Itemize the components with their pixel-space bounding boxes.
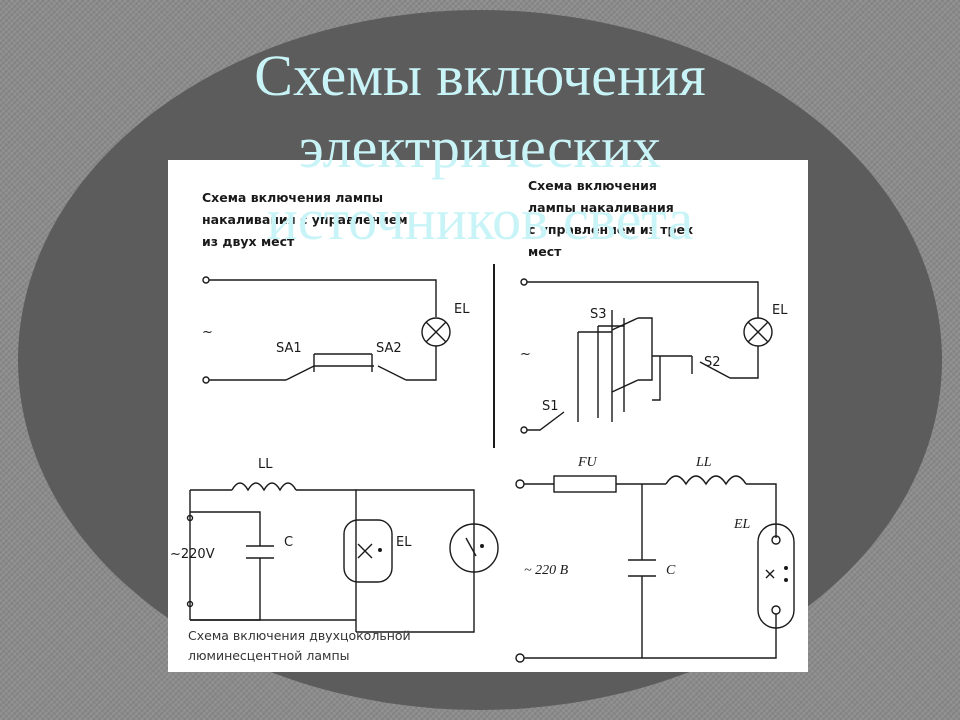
diagram-three-places-caption-3: с управлением из трех xyxy=(528,222,693,237)
lamp-el-dot-a xyxy=(378,548,382,552)
terminal-b2 xyxy=(515,653,525,663)
lamp-el-dot-b1 xyxy=(784,566,788,570)
voltage-label-a: ~220V xyxy=(170,547,215,562)
terminal-a1 xyxy=(186,514,194,522)
diagram-fluorescent-a: LL ~220V C EL Схема включения двухцоколь… xyxy=(170,457,499,663)
diagram-two-places: Схема включения лампы накаливания с упра… xyxy=(202,190,470,384)
capacitor-wires xyxy=(190,511,261,621)
diagram-panel: Схема включения лампы накаливания с упра… xyxy=(168,160,808,672)
terminal-b1 xyxy=(515,479,525,489)
ac-symbol: ~ xyxy=(202,325,213,340)
switch-s3-wires-left xyxy=(577,326,599,422)
switch-sa2-label: SA2 xyxy=(376,341,402,356)
lamp-el-label-b: EL xyxy=(733,517,751,532)
switch-sa1-label: SA1 xyxy=(276,341,302,356)
lamp-el-label-a: EL xyxy=(396,535,412,550)
circuit-diagrams: Схема включения лампы накаливания с упра… xyxy=(170,178,795,663)
voltage-label-b: ~ 220 В xyxy=(524,563,569,578)
capacitor-c-plates xyxy=(246,545,274,559)
switch-s1-label: S1 xyxy=(542,399,559,414)
terminal-a2 xyxy=(186,600,194,608)
switch-sa1-blade xyxy=(285,365,315,381)
diagram-three-places-caption-2: лампы накаливания xyxy=(528,200,674,215)
inductor-ll-label: LL xyxy=(258,457,273,472)
fuse-fu-label: FU xyxy=(577,455,598,470)
switch-s3-blades xyxy=(611,317,639,393)
lamp-el-cross xyxy=(425,321,447,343)
capacitor-c-label-b: C xyxy=(666,563,676,578)
starter-contact xyxy=(465,537,477,557)
starter-dot xyxy=(480,544,484,548)
switch-s2-blade xyxy=(691,356,731,379)
terminal-bottom-2 xyxy=(520,426,528,434)
diagram-two-places-caption-2: накаливания с управлением xyxy=(202,212,408,227)
diagram-two-places-caption-3: из двух мест xyxy=(202,234,295,249)
wire-top-2 xyxy=(527,281,759,318)
lamp-el-filament-top xyxy=(771,535,781,545)
switch-s1-blade xyxy=(527,411,565,431)
wire-right xyxy=(406,346,437,381)
diagram-two-places-caption-1: Схема включения лампы xyxy=(202,190,383,205)
lamp-el-filament-bottom xyxy=(771,605,781,615)
ac-symbol-2: ~ xyxy=(520,347,531,362)
inductor-ll-label-b: LL xyxy=(695,455,712,470)
wire-inductor-right xyxy=(296,489,357,632)
diagram-three-places-caption-4: мест xyxy=(528,244,562,259)
capacitor-c-plates-b xyxy=(628,559,656,577)
starter-symbol xyxy=(449,523,499,573)
diagram-fluorescent-a-caption-2: люминесцентной лампы xyxy=(188,648,350,663)
wire-frame-right xyxy=(356,489,475,633)
terminal-bottom xyxy=(202,376,210,384)
lamp-el-dot-b2 xyxy=(784,578,788,582)
inductor-ll-coil xyxy=(231,482,297,492)
diagram-fluorescent-a-caption-1: Схема включения двухцокольной xyxy=(188,628,411,643)
switch-s3-label: S3 xyxy=(590,307,607,322)
wire-right-2 xyxy=(730,346,759,379)
switch-link-wires xyxy=(313,353,374,372)
switch-s3-body xyxy=(611,310,625,422)
fuse-fu-symbol xyxy=(553,475,617,493)
wire-b-bottom xyxy=(524,614,777,659)
terminal-top-2 xyxy=(520,278,528,286)
diagram-three-places: Схема включения лампы накаливания с упра… xyxy=(520,178,788,434)
switch-s3-output xyxy=(638,317,653,381)
wire-to-s2 xyxy=(652,355,692,401)
diagram-three-places-caption-1: Схема включения xyxy=(528,178,657,193)
switch-s2-label: S2 xyxy=(704,355,721,370)
lamp-el-tube-b xyxy=(757,523,795,629)
lamp-el-cross-2 xyxy=(747,321,769,343)
lamp-el-cross-b xyxy=(765,569,775,579)
lamp-el-label-2: EL xyxy=(772,303,788,318)
lamp-el-label: EL xyxy=(454,302,470,317)
inductor-ll-coil-b xyxy=(665,475,747,486)
lamp-el-cross-a xyxy=(357,543,373,559)
capacitor-c-label: C xyxy=(284,535,293,550)
wire-top xyxy=(209,279,437,317)
wire-b-to-lamp xyxy=(746,483,777,538)
diagram-fluorescent-b: FU LL EL C ~ 220 В xyxy=(515,455,795,663)
lamp-el-tube-a xyxy=(343,519,393,583)
terminal-top xyxy=(202,276,210,284)
switch-sa2-blade xyxy=(377,365,407,381)
